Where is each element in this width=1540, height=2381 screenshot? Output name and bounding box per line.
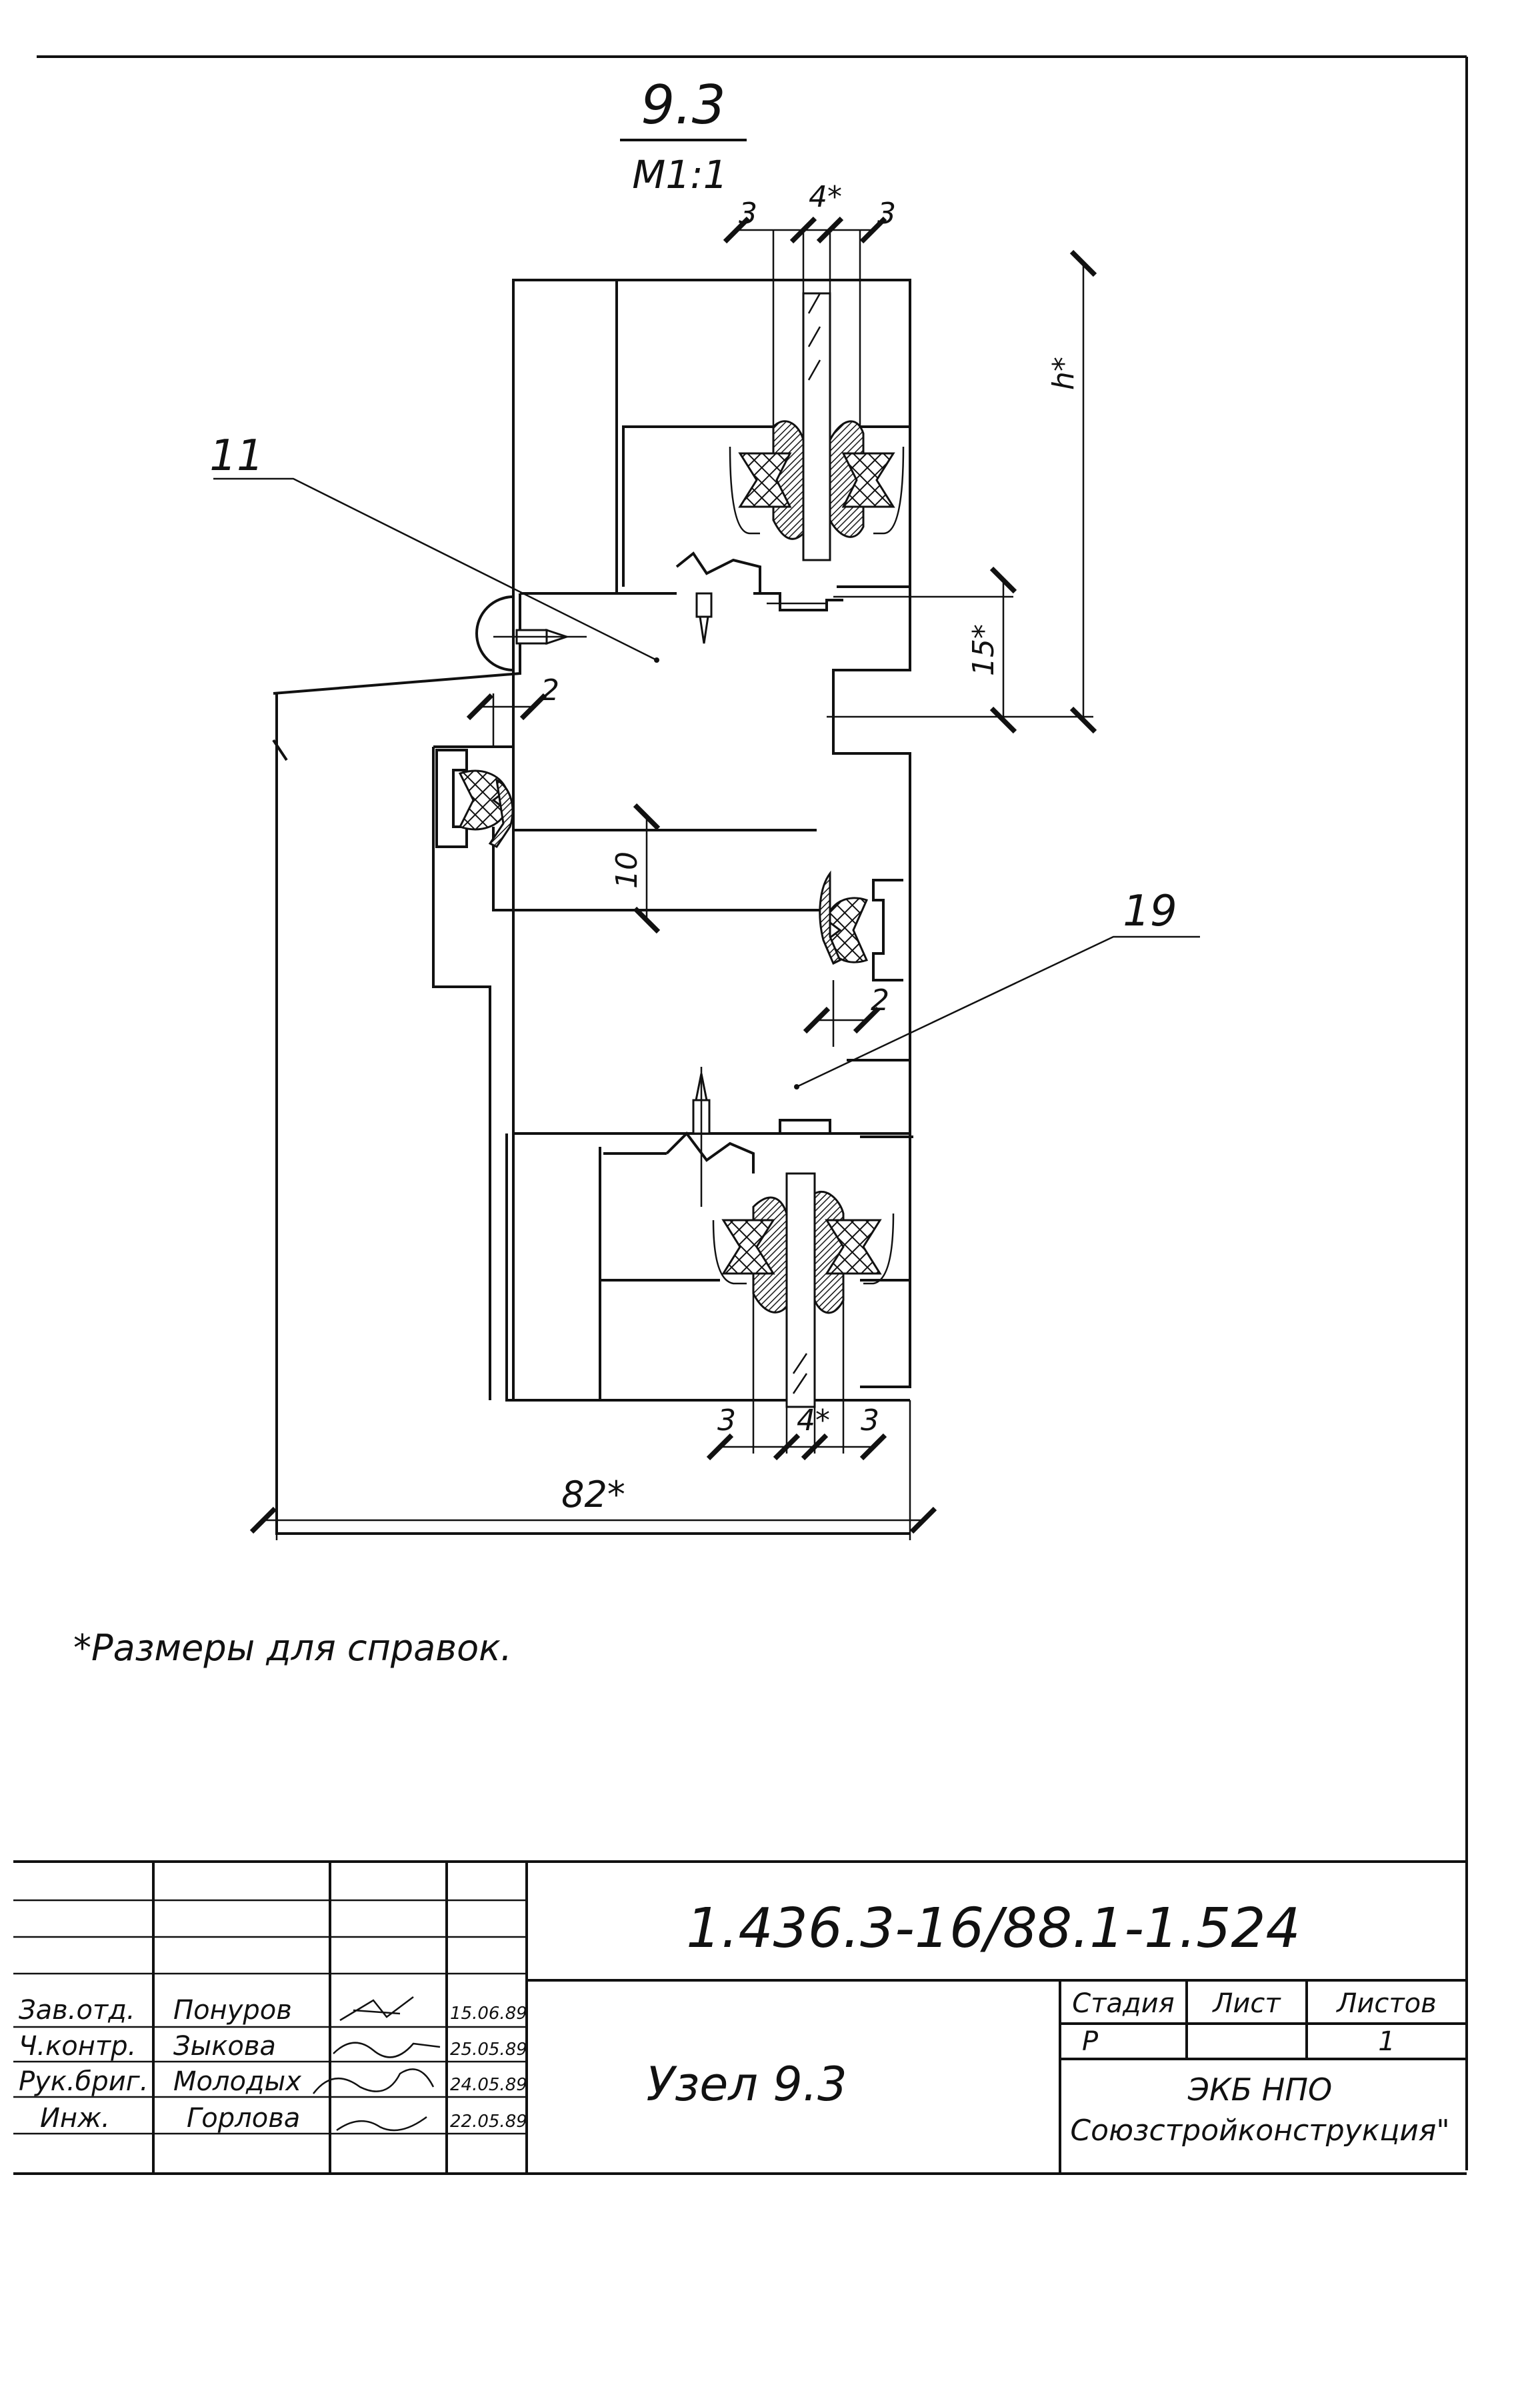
document-code: 1.436.3-16/88.1-1.524	[686, 1897, 1300, 1960]
right-seal	[819, 870, 903, 981]
drawing-header: 9.3 M1:1	[620, 74, 747, 197]
value-stage: Р	[1082, 2026, 1099, 2057]
sig-date-4: 22.05.89	[450, 2112, 527, 2132]
bottom-glazing-unit	[665, 1067, 895, 1408]
sig-name-1: Понуров	[173, 1995, 292, 2026]
sig-role-3: Рук.бриг.	[19, 2066, 148, 2097]
dim-bottom-chain: 3 4* 3	[706, 1294, 887, 1454]
sig-role-1: Зав.отд.	[19, 1995, 135, 2026]
detail-number: 9.3	[641, 74, 725, 136]
header-stage: Стадия	[1072, 1988, 1174, 2019]
dim-top-glass: 4*	[809, 180, 842, 214]
reference-note: *Размеры для справок.	[73, 1627, 512, 1669]
dim-bottom-gap-left: 3	[717, 1404, 736, 1438]
dim-bottom-glass: 4*	[797, 1404, 830, 1438]
dim-height: h*	[1047, 357, 1081, 390]
dim-left-gap: 2	[466, 673, 559, 747]
signature-mark-1	[339, 1996, 414, 2022]
sig-name-4: Горлова	[187, 2103, 300, 2134]
profile-section	[272, 279, 913, 1535]
sig-date-1: 15.06.89	[450, 2004, 527, 2024]
dim-left-gap-value: 2	[541, 673, 559, 707]
left-fastener	[475, 595, 587, 671]
signature-mark-3	[313, 2068, 435, 2094]
dim-bottom-gap-right: 3	[861, 1404, 879, 1438]
sig-name-3: Молодых	[173, 2066, 301, 2097]
header-sheet: Лист	[1211, 1988, 1281, 2019]
header-sheets: Листов	[1335, 1988, 1436, 2019]
scale-label: M1:1	[632, 152, 727, 197]
organization-line-1: ЭКБ НПО	[1187, 2072, 1332, 2108]
signature-mark-4	[336, 2116, 427, 2132]
dim-top-chain: 3 4* 3	[723, 180, 896, 427]
sig-date-2: 25.05.89	[450, 2040, 527, 2060]
dim-step-value: 10	[610, 851, 644, 889]
organization-line-2: Союзстройконструкция"	[1070, 2114, 1449, 2148]
callout-11-label: 11	[209, 431, 263, 481]
value-sheets: 1	[1378, 2026, 1395, 2057]
dim-overall-width: 82*	[249, 1400, 937, 1540]
callout-19: 19	[794, 887, 1200, 1089]
sheet-name: Узел 9.3	[646, 2057, 847, 2112]
sig-date-3: 24.05.89	[450, 2075, 527, 2095]
dim-offset: 15*	[967, 624, 1001, 676]
top-glazing-unit	[675, 292, 905, 644]
callout-19-label: 19	[1123, 887, 1177, 936]
dim-right-gap-value: 2	[871, 983, 889, 1017]
dim-step: 10	[610, 803, 661, 934]
dim-right-gap: 2	[803, 980, 889, 1047]
callout-11: 11	[209, 431, 659, 663]
sig-role-2: Ч.контр.	[19, 2031, 136, 2062]
sig-role-4: Инж.	[40, 2103, 110, 2134]
sheet-frame	[37, 55, 1468, 2170]
dim-top-gap-right: 3	[877, 197, 896, 231]
dim-top-gap-left: 3	[739, 197, 757, 231]
dim-overall-width-value: 82*	[561, 1474, 625, 1516]
left-seal	[435, 749, 514, 848]
sig-name-2: Зыкова	[173, 2031, 276, 2062]
dim-right-vertical: h* 15*	[827, 249, 1097, 734]
title-block: 1.436.3-16/88.1-1.524 Узел 9.3 Стадия Ли…	[13, 1860, 1467, 2175]
signature-mark-2	[333, 2042, 441, 2058]
